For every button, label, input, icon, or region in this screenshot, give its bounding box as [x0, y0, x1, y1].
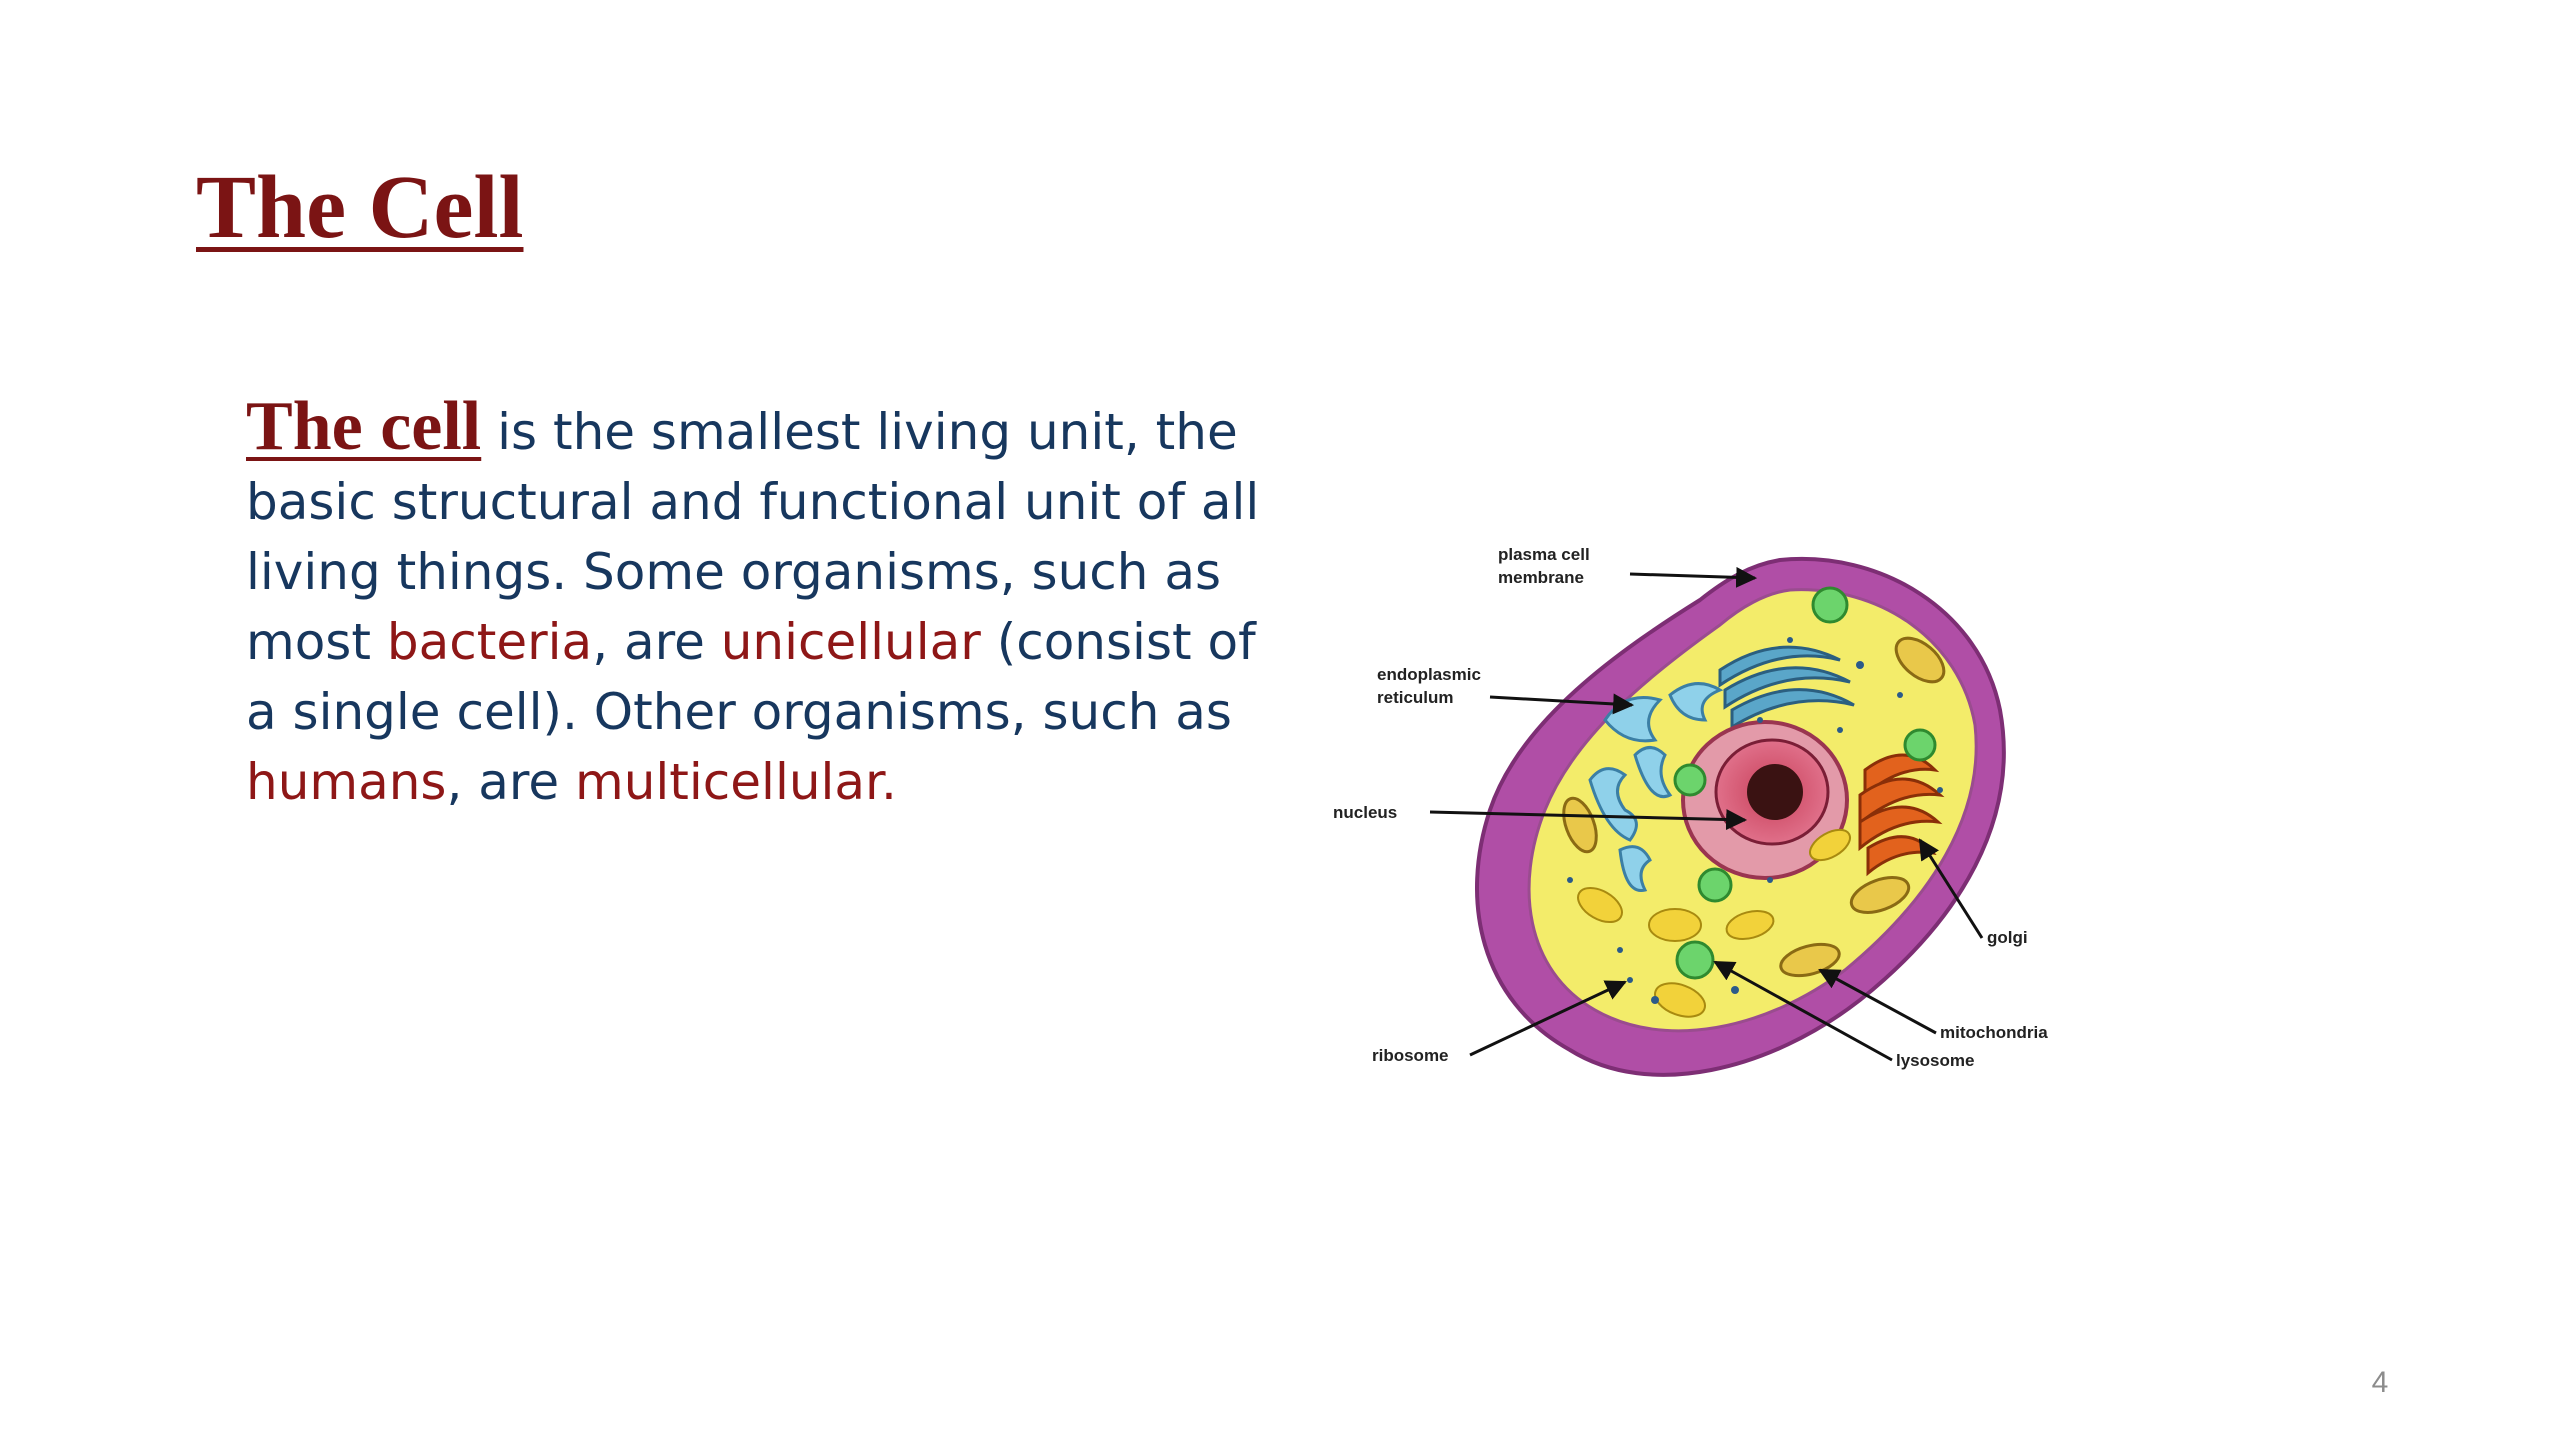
body-segment-2: , are: [592, 613, 721, 671]
arrow-ribosome: [1469, 980, 1627, 1057]
label-er-1: endoplasmic: [1377, 665, 1481, 684]
arrow-mitochondria: [1818, 968, 1937, 1035]
cell-diagram: plasma cell membrane endoplasmic reticul…: [1333, 545, 2048, 1077]
body-segment-3: (consist of a single cell). Other organi…: [246, 613, 1256, 741]
term-unicellular: unicellular: [720, 613, 981, 671]
page-number: 4: [2371, 1366, 2389, 1399]
mitochondria-shapes: [1562, 636, 1946, 978]
slide-title: The Cell: [196, 158, 524, 257]
leader-arrows: [1429, 566, 1984, 1062]
body-segment-1: is the smallest living unit, the basic s…: [246, 403, 1260, 671]
body-segment-4: , are: [446, 753, 576, 811]
arrow-golgi: [1918, 838, 1984, 939]
arrow-nucleus: [1429, 809, 1748, 831]
nucleolus-shape: [1747, 764, 1803, 820]
term-humans: humans: [246, 753, 447, 811]
golgi-top-shape: [1718, 645, 1855, 730]
label-golgi: golgi: [1987, 928, 2028, 947]
lysosome-shapes: [1673, 586, 1937, 980]
label-er-2: reticulum: [1377, 688, 1454, 707]
ribosome-dots: [1567, 637, 1943, 1004]
label-lysosome: lysosome: [1896, 1051, 1974, 1070]
term-multicellular: multicellular.: [575, 753, 897, 811]
label-plasma-1: plasma cell: [1498, 545, 1590, 564]
golgi-shape: [1858, 753, 1945, 877]
lead-term: The cell: [246, 388, 482, 465]
label-nucleus: nucleus: [1333, 803, 1397, 822]
arrow-er: [1489, 693, 1635, 715]
arrow-plasma: [1629, 566, 1758, 588]
label-mitochondria: mitochondria: [1940, 1023, 2048, 1042]
label-ribosome: ribosome: [1372, 1046, 1449, 1065]
er-shape: [1588, 682, 1724, 892]
label-plasma-2: membrane: [1498, 568, 1584, 587]
term-bacteria: bacteria: [386, 613, 593, 671]
arrow-lysosome: [1713, 960, 1893, 1062]
vacuole-shapes: [1577, 828, 1851, 1018]
body-paragraph: The cell is the smallest living unit, th…: [246, 392, 1276, 817]
